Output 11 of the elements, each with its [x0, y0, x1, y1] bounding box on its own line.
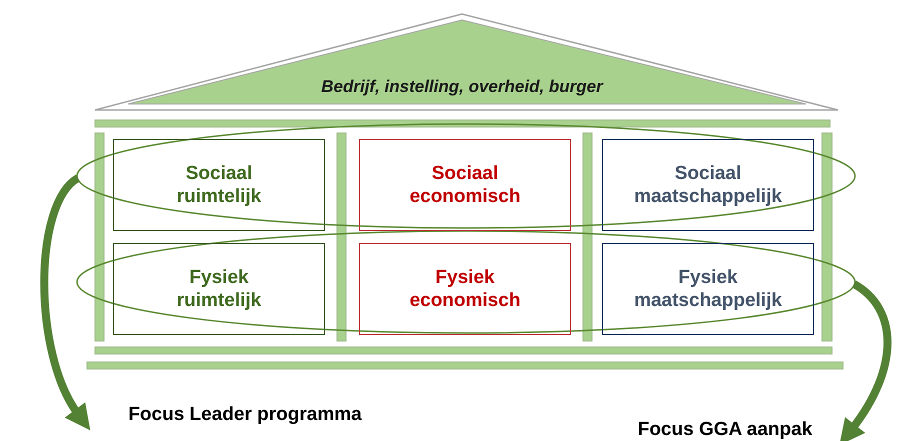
- focus-label: Focus GGA aanpak: [638, 418, 812, 440]
- curved-arrow: [40, 174, 89, 432]
- roof-label: Bedrijf, instelling, overheid, burger: [321, 76, 603, 98]
- box-label: Sociaal ruimtelijk: [176, 162, 262, 208]
- box-label: Fysiek economisch: [408, 266, 522, 312]
- box-label: Sociaal maatschappelijk: [633, 162, 783, 208]
- focus-label: Focus Leader programma: [128, 402, 362, 426]
- curved-arrow: [840, 280, 892, 441]
- box-label: Fysiek maatschappelijk: [633, 266, 783, 312]
- box-label: Fysiek ruimtelijk: [176, 266, 262, 312]
- box-label: Sociaal economisch: [408, 162, 522, 208]
